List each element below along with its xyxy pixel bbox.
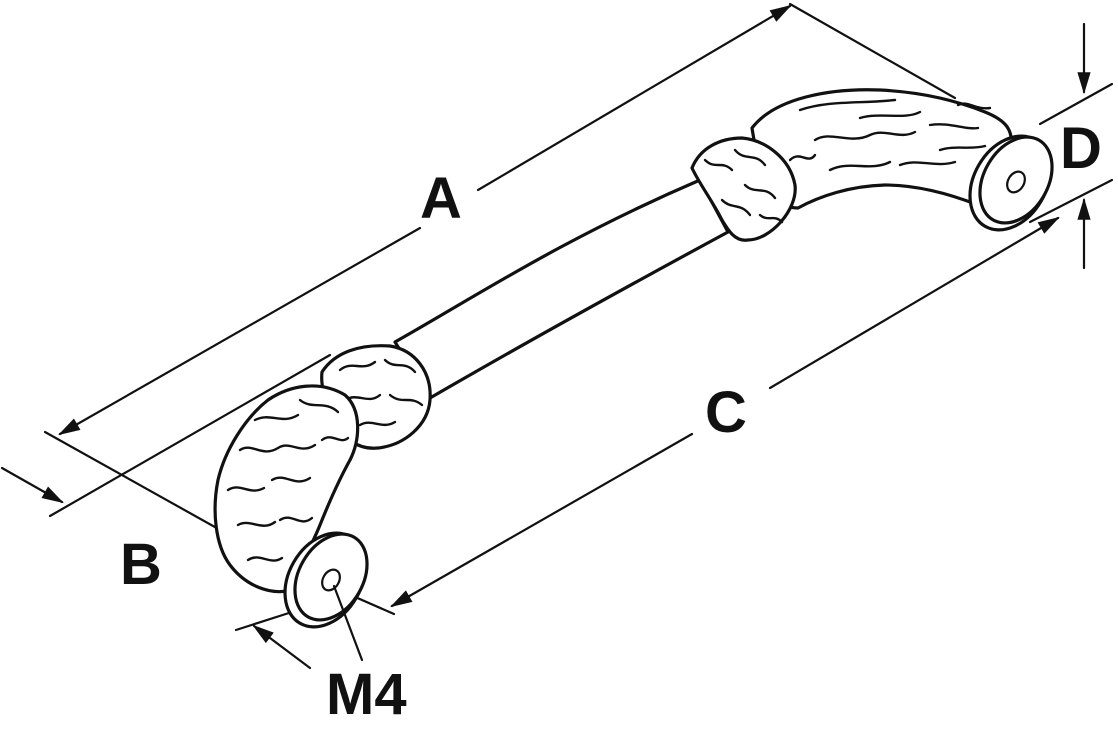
dimension-a-line-upper <box>476 4 792 192</box>
dimension-b-extension <box>48 353 332 518</box>
dimension-a-extension-left <box>43 430 224 533</box>
ornate-handle <box>213 88 1054 629</box>
dimension-d-extension-top <box>1038 82 1114 126</box>
right-thread-hole <box>1006 170 1026 194</box>
m4-leader-line <box>332 584 364 662</box>
dimension-a <box>43 2 957 533</box>
dimension-b <box>0 353 332 670</box>
left-thread-hole <box>321 568 341 592</box>
dimension-c-line-upper <box>768 216 1060 390</box>
handle-right-collar <box>690 136 797 242</box>
label-thread-m4: M4 <box>326 662 407 727</box>
dimension-a-line-lower <box>58 226 422 436</box>
label-c: C <box>705 380 747 445</box>
dimension-d <box>1028 22 1114 270</box>
dimension-a-extension-right <box>788 2 957 100</box>
dimension-b-arrow-top <box>0 466 64 504</box>
handle-right-rosette <box>968 134 1054 232</box>
handle-left-rosette <box>283 531 369 629</box>
dimension-b-arrow-bottom <box>252 624 312 670</box>
handle-grip-bar <box>393 178 730 400</box>
dimension-d-extension-bottom <box>1028 178 1114 224</box>
label-d: D <box>1060 116 1102 181</box>
dimension-c-line-lower <box>390 432 694 608</box>
label-b: B <box>120 532 162 597</box>
dimension-b-extension-bottom <box>234 610 294 632</box>
dimension-c <box>328 216 1060 616</box>
label-a: A <box>420 166 462 231</box>
